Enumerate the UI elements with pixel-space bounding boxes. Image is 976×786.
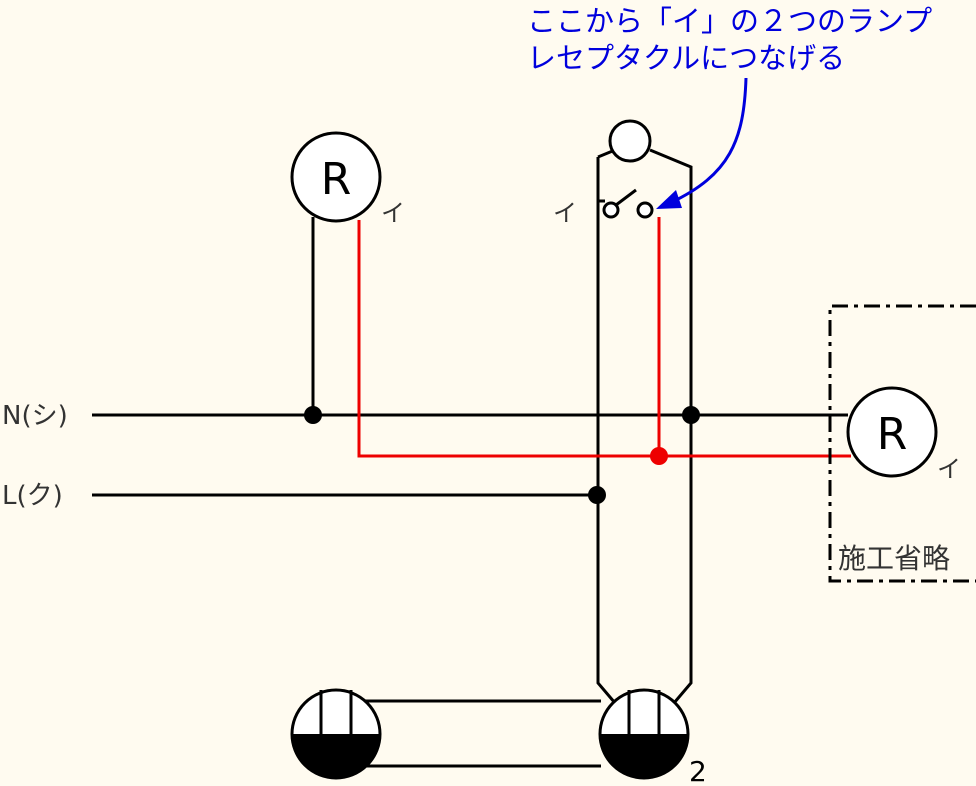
lamp-right-circle [846, 386, 938, 478]
lamp-right-symbol: R [877, 409, 908, 460]
terminal-live-label: L(ク) [2, 481, 63, 511]
outlet-right [598, 688, 690, 780]
neutral-wires [92, 199, 848, 497]
lamp-top-symbol: R [321, 154, 352, 205]
lamp-top-tag: イ [381, 199, 405, 227]
lamp-right-tag: イ [937, 455, 961, 483]
junction-dot-red [650, 447, 668, 465]
cable-outline [596, 148, 693, 704]
annotation-line-1: ここから「イ」の２つのランプ [527, 4, 932, 38]
junction-dot [304, 406, 322, 424]
box-top-circle [608, 119, 652, 163]
lamp-top-circle [290, 131, 382, 223]
annotation-arrow [656, 77, 748, 209]
omitted-area-label: 施工省略 [838, 542, 950, 575]
annotation-line-2: レセプタクルにつなげる [527, 41, 845, 75]
switch-tag: イ [553, 199, 577, 227]
outlet-count-label: 2 [689, 755, 707, 786]
outlet-cable [363, 699, 601, 768]
lamp-right: R [846, 386, 938, 478]
switched-wire [357, 217, 851, 458]
switch-symbol [602, 188, 654, 219]
junction-dot [588, 486, 606, 504]
terminal-neutral-label: N(シ) [2, 401, 68, 431]
junction-dot [682, 406, 700, 424]
outlet-left [290, 688, 382, 780]
lamp-top: R [290, 131, 382, 223]
omitted-area-box [828, 304, 976, 583]
